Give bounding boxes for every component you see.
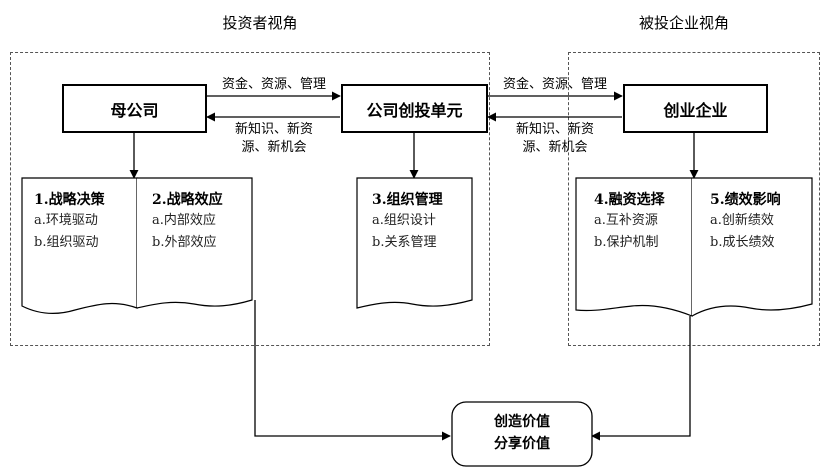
card-title: 1.战略决策: [34, 192, 105, 208]
card-shape-strategic-decision: [21, 177, 138, 315]
arrow-investee-to-outcome: [591, 316, 691, 441]
card-title: 3.组织管理: [372, 192, 443, 208]
card-shape-strategic-effect: [136, 177, 253, 309]
card-title: 5.绩效影响: [710, 192, 781, 208]
outcome-line2: 分享价值: [494, 436, 550, 452]
investee-view-region: [568, 52, 820, 346]
card-item: b.关系管理: [372, 235, 437, 250]
outcome-box: 创造价值 分享价值: [452, 411, 592, 455]
card-strategic-decision: 1.战略决策 a.环境驱动 b.组织驱动: [34, 190, 105, 254]
card-title: 4.融资选择: [594, 192, 665, 208]
outcome-box-shape: [451, 401, 593, 467]
parent-company-box: 母公司: [62, 84, 207, 133]
card-item: a.互补资源: [594, 213, 658, 228]
flow-label-cvc-to-parent: 新知识、新资 源、新机会: [210, 121, 338, 157]
flow-label-cvc-to-parent-line1: 新知识、新资: [234, 122, 313, 137]
card-title: 2.战略效应: [152, 192, 223, 208]
card-item: a.组织设计: [372, 213, 436, 228]
card-item: a.环境驱动: [34, 213, 98, 228]
card-item: a.内部效应: [152, 213, 216, 228]
card-performance-impact: 5.绩效影响 a.创新绩效 b.成长绩效: [710, 190, 781, 254]
flow-label-parent-to-cvc: 资金、资源、管理: [221, 77, 326, 92]
flow-label-cvc-to-parent-line2: 源、新机会: [241, 140, 307, 155]
cvc-unit-box: 公司创投单元: [341, 84, 488, 133]
card-strategic-effect: 2.战略效应 a.内部效应 b.外部效应: [152, 190, 223, 254]
flow-label-startup-to-cvc: 新知识、新资 源、新机会: [491, 121, 619, 157]
startup-box: 创业企业: [623, 84, 768, 133]
card-item: b.组织驱动: [34, 235, 99, 250]
investor-view-region: [10, 52, 490, 346]
card-item: b.外部效应: [152, 235, 217, 250]
flow-label-startup-to-cvc-line2: 源、新机会: [522, 140, 588, 155]
card-financing-choice: 4.融资选择 a.互补资源 b.保护机制: [594, 190, 665, 254]
flow-label-cvc-to-startup: 资金、资源、管理: [502, 77, 607, 92]
arrow-investor-to-outcome: [254, 300, 451, 441]
card-item: b.保护机制: [594, 235, 659, 250]
card-item: b.成长绩效: [710, 235, 775, 250]
card-shape-performance-impact: [691, 177, 813, 317]
investor-view-heading: 投资者视角: [222, 14, 298, 32]
flow-label-startup-to-cvc-line1: 新知识、新资: [515, 122, 594, 137]
outcome-line1: 创造价值: [494, 414, 550, 430]
card-shape-org-management: [356, 177, 473, 309]
card-item: a.创新绩效: [710, 213, 774, 228]
card-org-management: 3.组织管理 a.组织设计 b.关系管理: [372, 190, 443, 254]
card-shape-financing-choice: [575, 177, 693, 317]
investee-view-heading: 被投企业视角: [638, 14, 729, 32]
